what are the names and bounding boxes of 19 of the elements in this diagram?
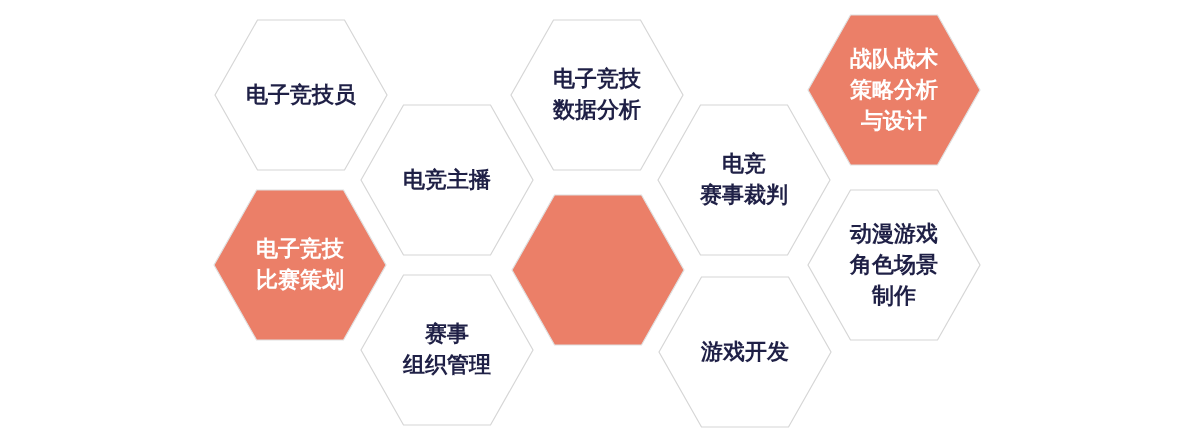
tile-label: 电子竞技员 — [246, 80, 356, 109]
tile-label: 动漫游戏角色场景制作 — [850, 219, 938, 310]
tile-label: 电子竞技比赛策划 — [256, 235, 344, 294]
hexagon-tile — [657, 104, 831, 256]
tile-label: 电子竞技数据分析 — [553, 65, 641, 124]
tile-label: 电竞赛事裁判 — [700, 150, 788, 209]
tile-label: 游戏开发 — [701, 337, 789, 366]
tile-label: 赛事组织管理 — [403, 320, 491, 379]
hexagon-tile — [658, 276, 832, 428]
hexagon-tile — [213, 189, 387, 341]
hexagon-tile — [510, 19, 684, 171]
hexagon-tile — [807, 189, 981, 341]
hexagon-tile — [214, 19, 388, 171]
hexagon-tile — [511, 194, 685, 346]
hexagon-tile — [807, 14, 981, 166]
tile-label: 战队战术策略分析与设计 — [850, 44, 938, 135]
tile-label: 电竞主播 — [403, 165, 491, 194]
hexagon-tile — [360, 104, 534, 256]
hexagon-tile — [360, 274, 534, 426]
